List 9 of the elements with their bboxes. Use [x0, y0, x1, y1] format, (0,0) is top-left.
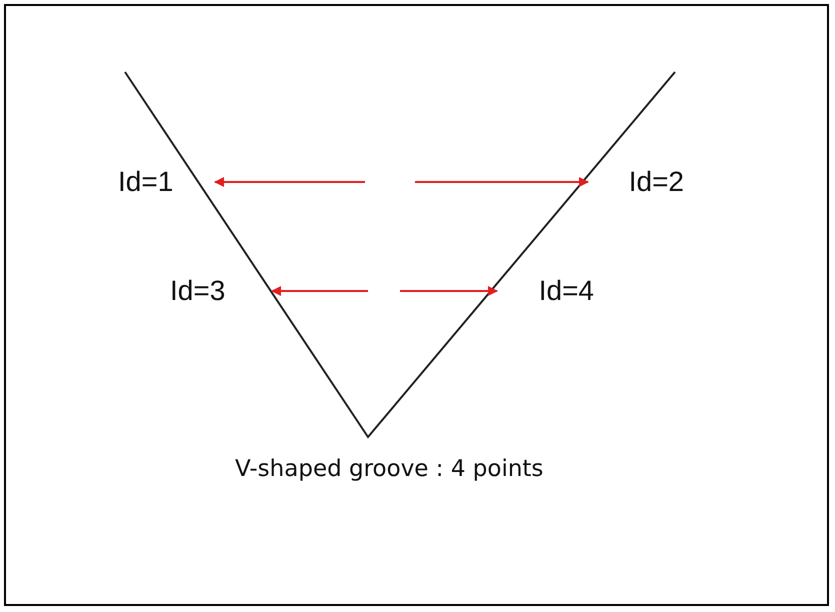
point-label: Id=1 [118, 165, 174, 199]
arrow [400, 286, 498, 296]
arrow [271, 286, 368, 296]
point-label: Id=3 [170, 274, 226, 308]
arrow [214, 177, 365, 187]
arrow [415, 177, 589, 187]
point-label: Id=2 [628, 165, 684, 199]
point-label: Id=4 [538, 274, 594, 308]
caption: V-shaped groove : 4 points [235, 456, 544, 482]
